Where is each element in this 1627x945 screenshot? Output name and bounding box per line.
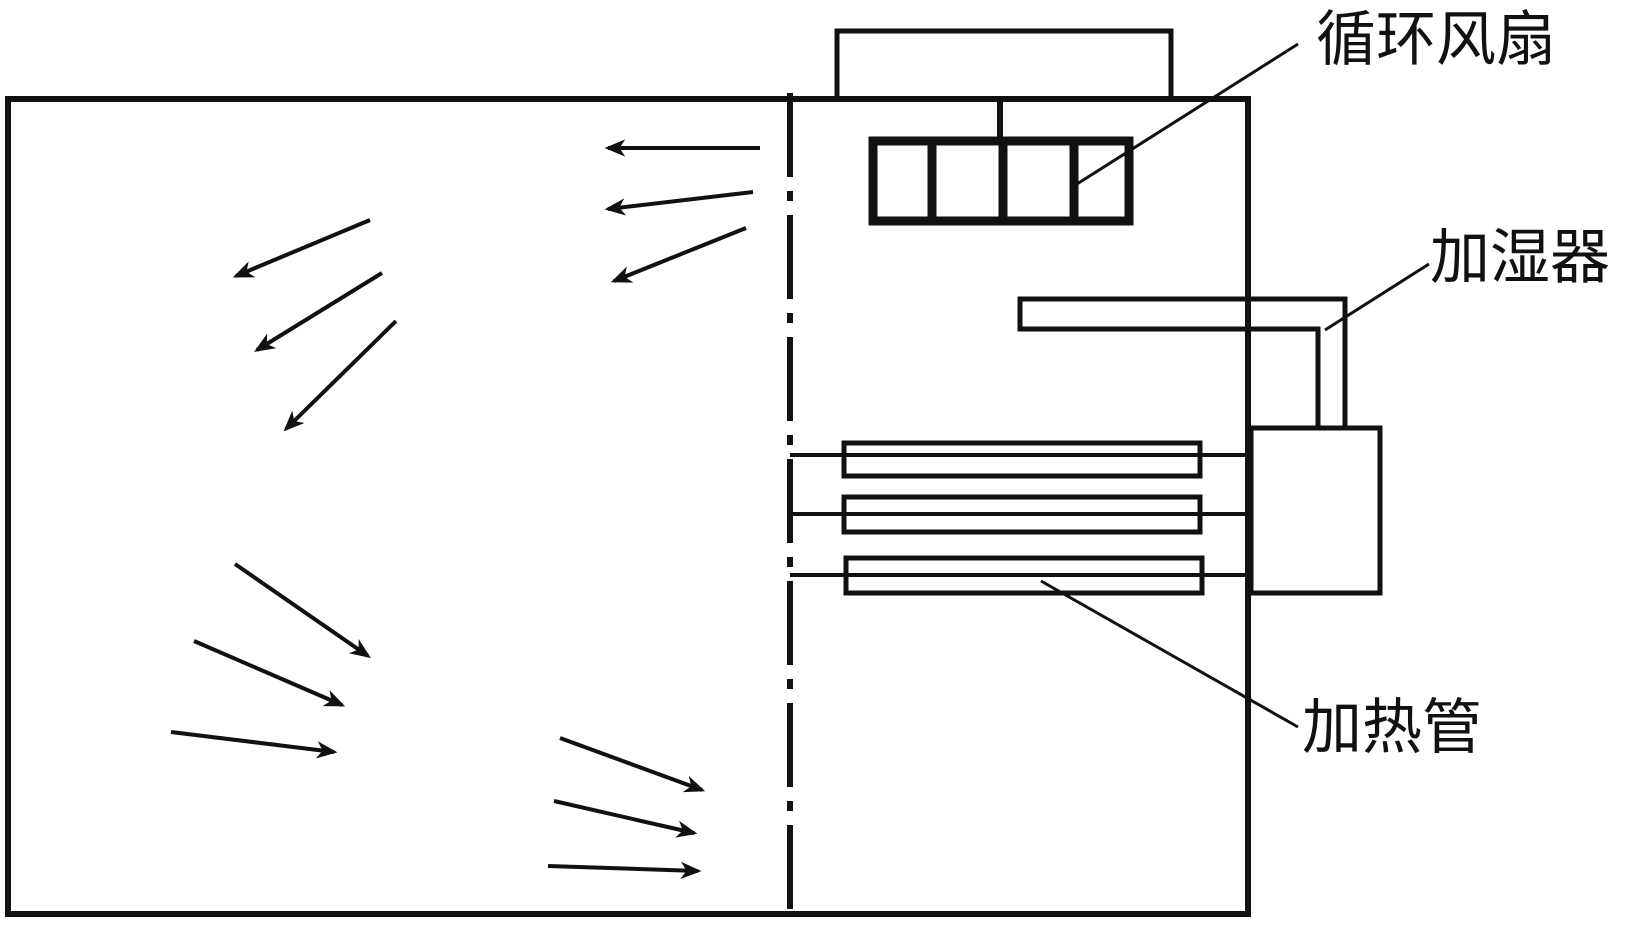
humidifier-leader-line: [1324, 262, 1430, 332]
heating-tube: [841, 494, 1203, 535]
airflow-arrow: [559, 736, 706, 793]
heating-tube: [843, 555, 1205, 596]
humidifier-unit: [1248, 425, 1383, 596]
airflow-arrow: [193, 639, 346, 707]
fan-label: 循环风扇: [1316, 5, 1556, 75]
chamber-outline: [5, 96, 1251, 917]
airflow-arrow: [547, 861, 702, 880]
airflow-arrow: [283, 319, 398, 432]
humidifier-label: 加湿器: [1430, 223, 1610, 293]
airflow-arrow: [170, 730, 338, 759]
heating-tube: [841, 440, 1203, 479]
fan-motor-housing: [834, 28, 1174, 102]
airflow-arrow: [254, 271, 384, 352]
heater-label: 加热管: [1302, 693, 1482, 763]
fan-leader-line: [1076, 42, 1299, 186]
humidifier-pipe: [1017, 296, 1348, 431]
airflow-arrow: [604, 190, 754, 216]
airflow-arrow: [232, 218, 371, 278]
heater-leader-line: [1040, 579, 1299, 729]
airflow-arrow: [610, 226, 747, 283]
airflow-arrows: [170, 139, 760, 880]
airflow-arrow: [553, 799, 698, 838]
airflow-arrow: [233, 562, 371, 658]
